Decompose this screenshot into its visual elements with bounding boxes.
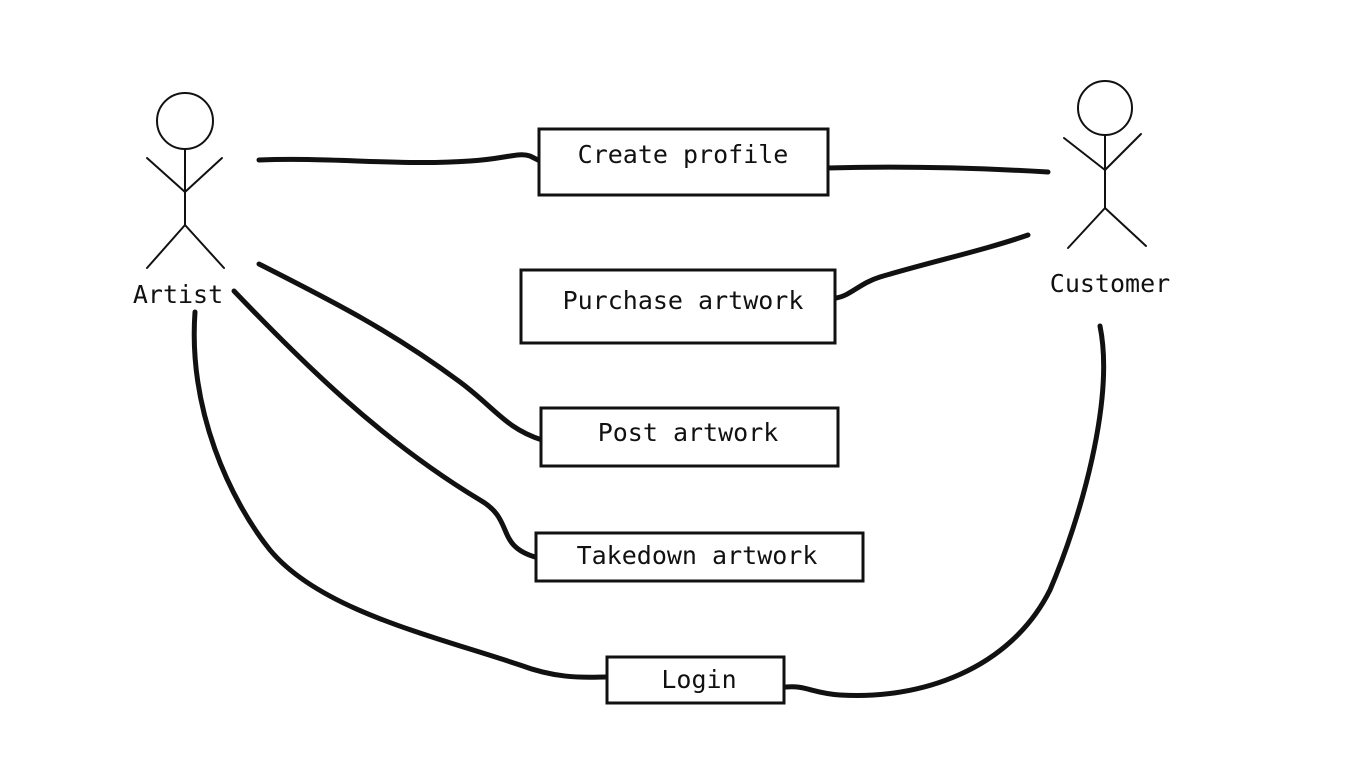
actor-label-customer: Customer — [1050, 269, 1170, 298]
association-artist-login — [191, 309, 609, 680]
association-customer-create-profile — [824, 164, 1051, 175]
customer-left-arm — [1063, 137, 1106, 171]
use-case-purchase-artwork: Purchase artwork — [519, 268, 837, 345]
use-case-label-purchase-artwork: Purchase artwork — [563, 286, 804, 315]
association-artist-takedown-artwork — [231, 288, 538, 560]
customer-head — [1077, 80, 1133, 136]
use-case-box — [519, 268, 837, 345]
use-case-box — [534, 531, 865, 583]
use-case-box — [537, 127, 830, 197]
use-case-box — [605, 655, 786, 705]
artist-right-leg — [184, 224, 225, 269]
associations — [191, 152, 1107, 699]
association-customer-login — [783, 323, 1107, 699]
association-artist-create-profile — [256, 152, 545, 166]
use-case-login: Login — [605, 655, 786, 705]
actor-label-artist: Artist — [133, 280, 223, 309]
customer-left-leg — [1067, 207, 1106, 249]
artist-right-arm — [184, 157, 223, 193]
use-case-takedown-artwork: Takedown artwork — [534, 531, 865, 583]
artist-head — [156, 92, 214, 150]
use-case-box — [539, 406, 840, 468]
customer-right-arm — [1104, 133, 1142, 171]
artist-left-arm — [146, 157, 186, 193]
association-artist-post-artwork — [256, 261, 545, 443]
use-case-label-create-profile: Create profile — [578, 140, 789, 169]
use-case-label-takedown-artwork: Takedown artwork — [577, 541, 818, 570]
actor-artist: Artist — [133, 92, 225, 309]
artist-left-leg — [146, 224, 186, 269]
customer-right-leg — [1104, 207, 1147, 247]
actor-customer: Customer — [1050, 80, 1170, 298]
use-case-label-login: Login — [661, 665, 736, 694]
use-case-post-artwork: Post artwork — [539, 406, 840, 468]
use-case-label-post-artwork: Post artwork — [598, 418, 779, 447]
use-case-create-profile: Create profile — [537, 127, 830, 197]
association-customer-purchase-artwork — [833, 232, 1031, 301]
